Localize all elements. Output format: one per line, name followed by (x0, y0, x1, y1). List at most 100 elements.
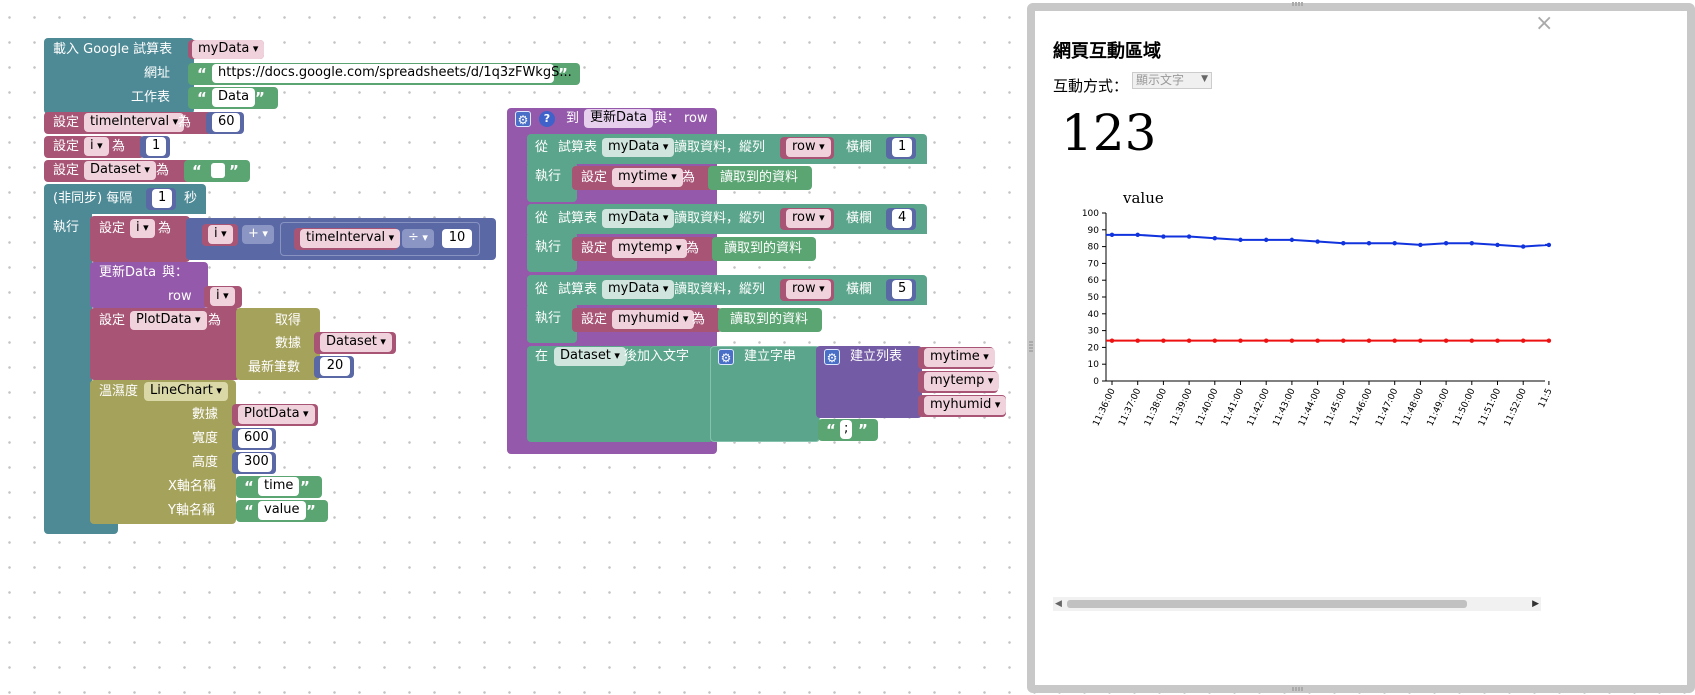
dataset-var-field[interactable]: Dataset (84, 161, 156, 180)
read-sheet-dropdown[interactable]: myData (602, 280, 675, 299)
do-label: 執行 (53, 220, 80, 235)
read-sheet-dropdown[interactable]: myData (602, 209, 675, 228)
read-sheet-dropdown[interactable]: myData (602, 138, 675, 157)
interval-get-field[interactable]: timeInterval (300, 229, 401, 248)
read-col-label: 讀取資料，縱列 (674, 282, 766, 297)
read-row-block-1[interactable] (527, 134, 927, 164)
chart-data-label: 數據 (192, 407, 219, 422)
load-sheet-var-field[interactable]: myData (192, 40, 265, 59)
async-interval-field[interactable]: 1 (152, 189, 172, 208)
read-row-block-2[interactable] (527, 204, 927, 234)
list-item-field[interactable]: myhumid (924, 396, 1007, 415)
interval-var-field[interactable]: timeInterval (84, 113, 185, 132)
get-latest-block[interactable] (236, 308, 320, 380)
y-tick-label: 40 (1088, 310, 1100, 320)
row-get-field[interactable]: row (786, 138, 831, 157)
i-arg-field[interactable]: i (210, 287, 235, 306)
read-row-block-3[interactable] (527, 275, 927, 305)
row-number-field[interactable]: 1 (892, 138, 912, 157)
read-col-label: 讀取資料，縱列 (674, 140, 766, 155)
gear-icon[interactable]: ⚙ (515, 111, 531, 127)
list-item-field[interactable]: mytime (924, 348, 995, 367)
add-operator-dropdown[interactable]: + (242, 225, 274, 244)
call-update-block[interactable] (90, 262, 208, 308)
chart-width-field[interactable]: 600 (238, 429, 272, 448)
url-field[interactable]: https://docs.google.com/spreadsheets/d/1… (212, 64, 572, 83)
close-icon[interactable]: × (1535, 11, 1554, 36)
scroll-right-icon[interactable]: ▶ (1532, 599, 1539, 609)
chart-type-dropdown[interactable]: LineChart (144, 382, 228, 401)
separator-field[interactable]: ; (840, 420, 853, 439)
x-tick-label: 11:47:00 (1374, 387, 1400, 428)
chart-height-field[interactable]: 300 (238, 453, 272, 472)
row-get-field[interactable]: row (786, 280, 831, 299)
close-quote-icon: ” (858, 421, 868, 439)
open-quote-icon: “ (197, 65, 207, 83)
read-row-body-1 (527, 162, 577, 202)
read-value-block[interactable] (712, 237, 816, 261)
call-name-label: 更新Data (99, 265, 157, 280)
load-sheet-block[interactable] (44, 38, 194, 114)
series-point-0 (1469, 241, 1474, 246)
list-item-field[interactable]: mytemp (924, 372, 1000, 391)
to-label: 為 (178, 115, 192, 130)
x-tick-label: 11:44:00 (1297, 387, 1323, 428)
x-tick-label: 11:43:00 (1271, 387, 1297, 428)
panel-left-handle[interactable] (1029, 340, 1033, 352)
series-point-1 (1212, 338, 1217, 343)
row-number-field[interactable]: 4 (892, 209, 912, 228)
mytime-var-field[interactable]: mytime (612, 168, 683, 187)
latest-count-label: 最新筆數 (248, 360, 301, 375)
row-get-field[interactable]: row (786, 209, 831, 228)
latest-count-field[interactable]: 20 (320, 357, 350, 376)
empty-string-field[interactable] (211, 163, 225, 178)
panel-top-handle[interactable] (1292, 2, 1304, 6)
plotdata-var-field[interactable]: PlotData (130, 311, 207, 330)
myhumid-var-field[interactable]: myhumid (612, 310, 695, 329)
close-quote-icon: ” (255, 89, 265, 107)
mytemp-var-field[interactable]: mytemp (612, 239, 688, 258)
dataset-get-field[interactable]: Dataset (320, 333, 392, 352)
divide-operator-dropdown[interactable]: ÷ (402, 229, 434, 248)
to-label: 為 (682, 170, 696, 185)
mode-select[interactable]: 顯示文字 ▼ (1132, 72, 1212, 89)
gear-icon[interactable]: ⚙ (718, 349, 734, 365)
panel-title: 網頁互動區域 (1053, 41, 1161, 62)
panel-bottom-handle[interactable] (1292, 687, 1304, 691)
set-label: 設定 (99, 221, 126, 236)
x-tick-label: 11:46:00 (1349, 387, 1375, 428)
append-var-dropdown[interactable]: Dataset (554, 347, 626, 366)
series-point-1 (1341, 338, 1346, 343)
func-with-label: 與： (654, 111, 681, 126)
plotdata-get-field[interactable]: PlotData (238, 405, 315, 424)
scrollbar-thumb[interactable] (1067, 600, 1467, 608)
i-get-field[interactable]: i (208, 225, 233, 244)
x-tick-label: 11:52:00 (1503, 387, 1529, 428)
linechart-block[interactable] (90, 380, 236, 524)
help-icon[interactable]: ? (539, 111, 555, 127)
x-name-field[interactable]: time (258, 477, 300, 496)
i-value-field[interactable]: 1 (146, 137, 166, 156)
gear-icon[interactable]: ⚙ (824, 349, 840, 365)
y-name-field[interactable]: value (258, 501, 306, 520)
divisor-field[interactable]: 10 (442, 229, 472, 248)
in-label: 在 (535, 349, 549, 364)
async-loop-block[interactable] (44, 184, 206, 214)
func-name-field[interactable]: 更新Data (584, 109, 654, 128)
mode-select-value: 顯示文字 (1136, 73, 1185, 87)
scroll-left-icon[interactable]: ◀ (1055, 599, 1062, 609)
build-string-label: 建立字串 (744, 349, 797, 364)
series-point-0 (1495, 242, 1500, 248)
i-var-field[interactable]: i (84, 137, 109, 156)
read-row-body-3 (527, 303, 577, 343)
sheet-field[interactable]: Data (212, 88, 256, 107)
read-value-block[interactable] (708, 166, 812, 190)
horizontal-scrollbar[interactable]: ◀ ▶ (1053, 597, 1541, 611)
row-number-field[interactable]: 5 (892, 280, 912, 299)
mode-label: 互動方式： (1053, 77, 1129, 95)
read-value-block[interactable] (718, 308, 822, 332)
y-tick-label: 70 (1088, 259, 1100, 269)
i-var-field[interactable]: i (130, 219, 155, 238)
interval-value-field[interactable]: 60 (212, 113, 240, 132)
